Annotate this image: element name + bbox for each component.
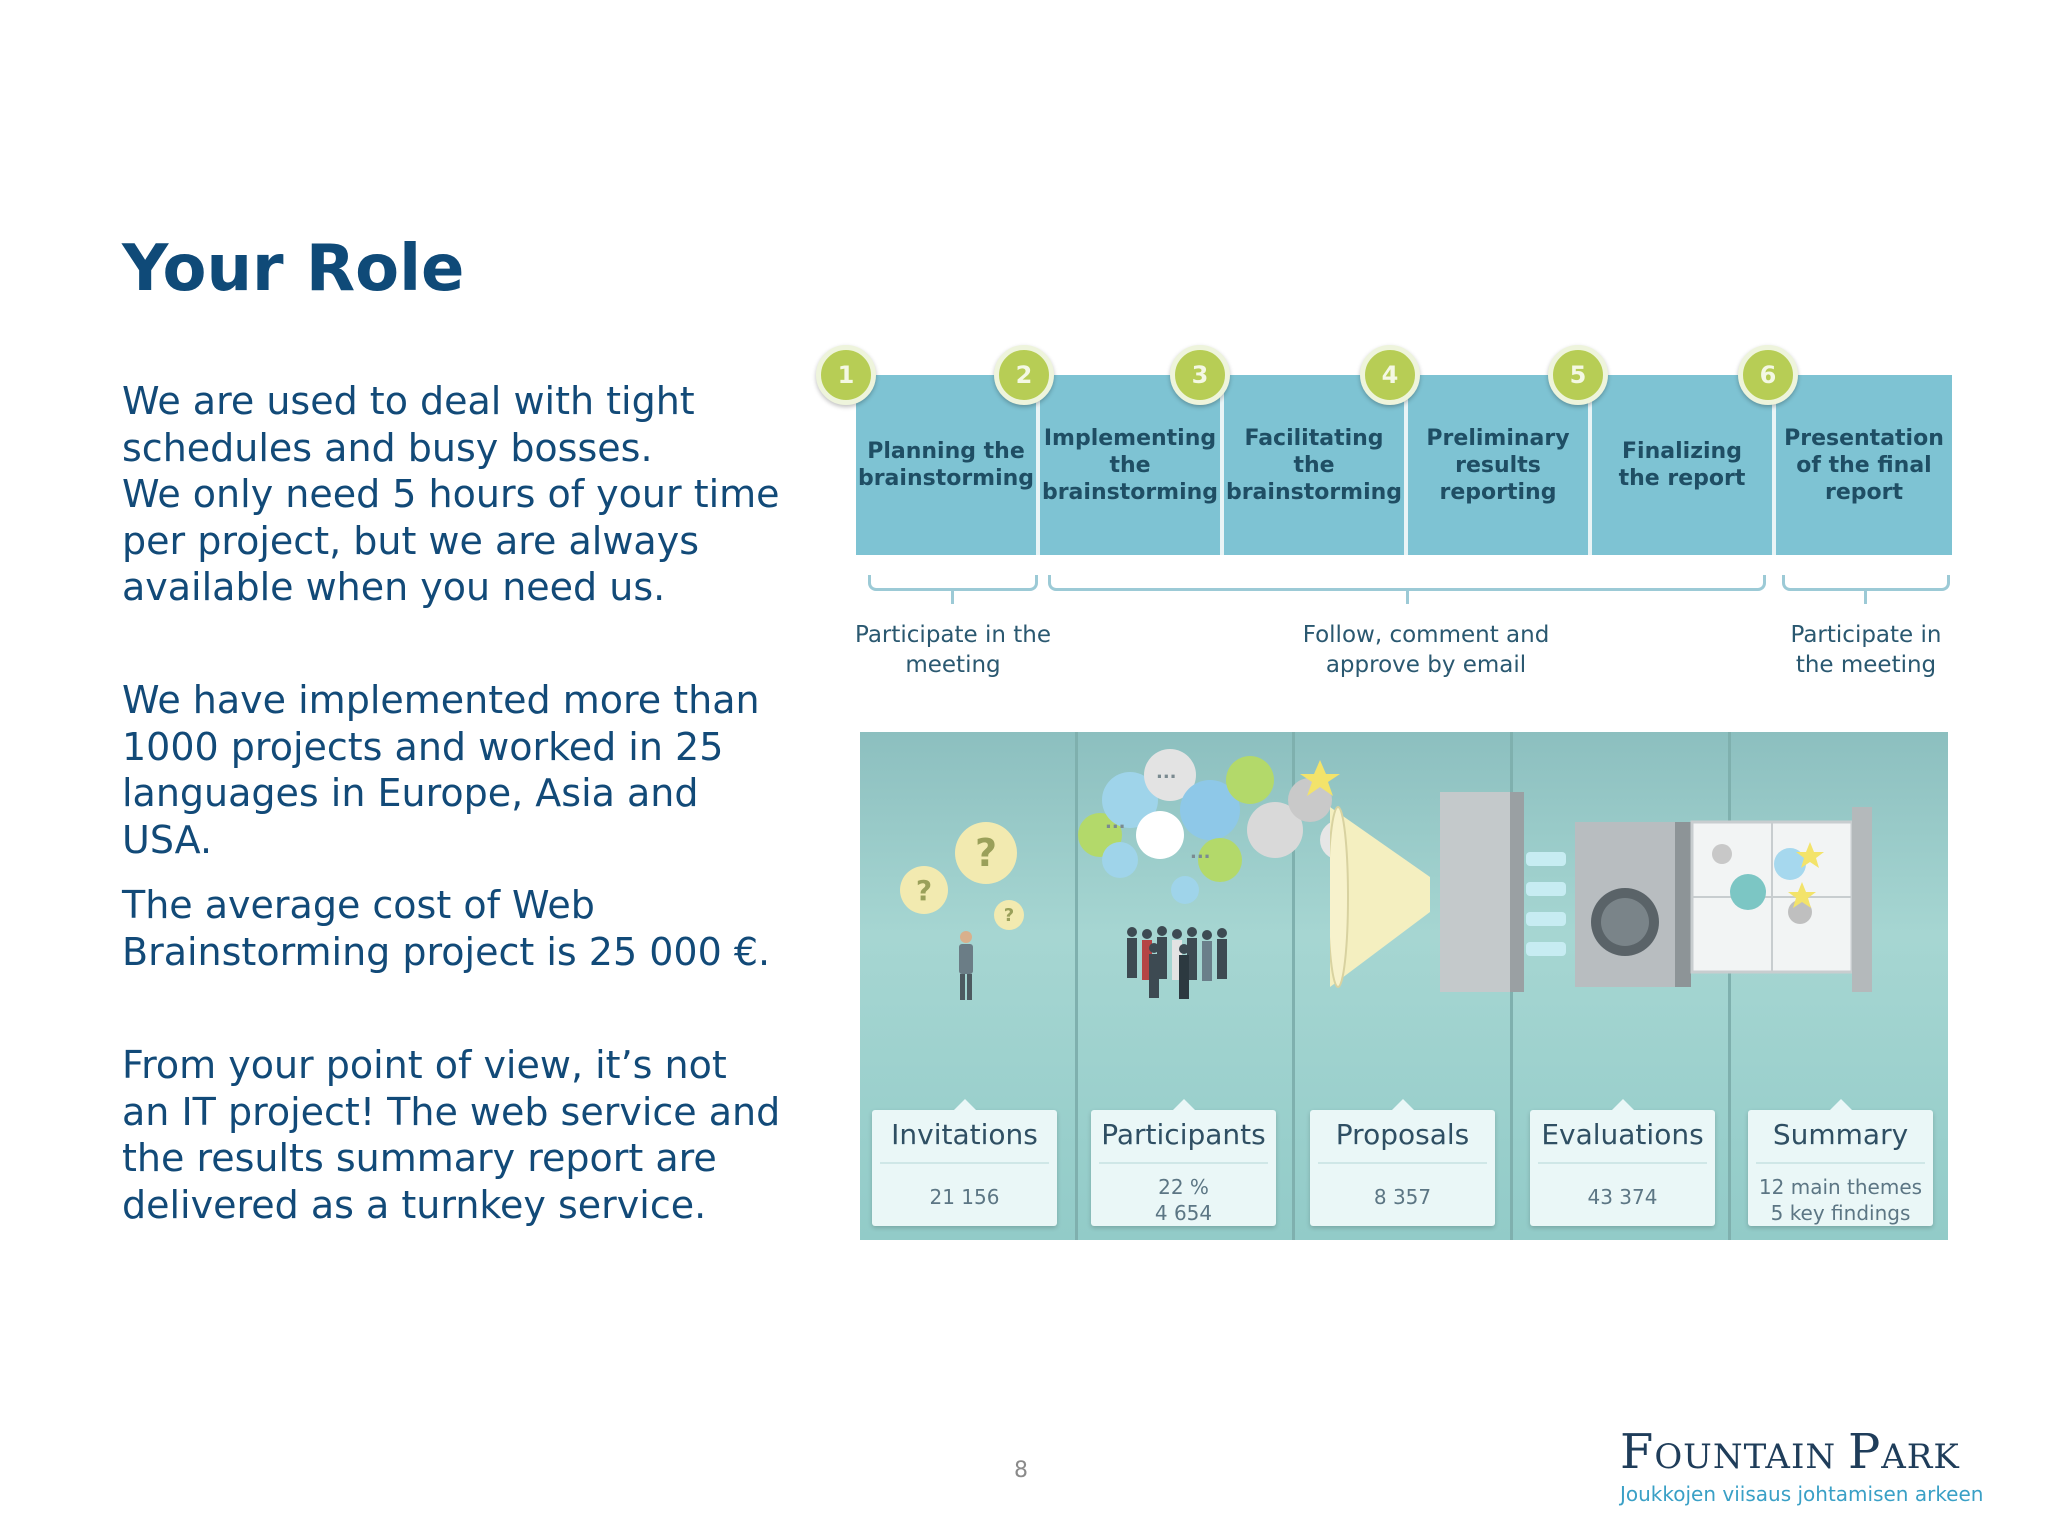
step-number-badge: 2 [994,345,1054,405]
value-line: 8 357 [1373,1185,1432,1209]
text-line: delivered as a turnkey service. [122,1182,707,1227]
stage-title: Summary [1772,1118,1909,1151]
slide-title: Your Role [122,232,465,306]
bracket-presentation [1782,575,1950,591]
divider [1099,1162,1268,1164]
role-label: Participate in the meeting [854,622,1052,678]
bracket-stem [951,590,954,604]
text-line: the results summary report are [122,1136,717,1180]
paragraph-role: We are used to deal with tight schedules… [122,378,782,611]
column-divider [1075,732,1078,1240]
text-line: available when you need us. [122,565,666,609]
person-icon [959,931,973,1000]
stage-value: 22 %4 654 [1091,1174,1276,1226]
bracket-stem [1406,590,1409,604]
text-line: an IT project! The web service and [122,1089,781,1134]
divider [880,1162,1049,1164]
brainstorming-illustration: ? ? ? ... ... ... [860,732,1948,1240]
step-number-badge: 4 [1360,345,1420,405]
process-step-5: Finalizing the report [1592,375,1776,555]
stage-title: Evaluations [1541,1118,1704,1151]
stage-value: 8 357 [1310,1184,1495,1210]
text-line: We have implemented more than [122,678,760,722]
question-bubble-icon: ? [955,822,1017,884]
text-line: schedules and busy bosses. [122,425,653,470]
step-label: Implementing the brainstorming [1041,425,1219,505]
text-line: languages in Europe, Asia and USA. [122,771,699,862]
question-bubble-icon: ? [994,900,1024,930]
step-label: Finalizing the report [1618,439,1746,491]
processing-machine-icon [1440,792,1872,992]
text-line: Brainstorming project is 25 000 €. [122,929,771,974]
value-line: 5 key findings [1770,1201,1911,1225]
process-step-3: Facilitating the brainstorming [1224,375,1408,555]
idea-cloud-icon [1078,749,1360,904]
step-number-badge: 6 [1738,345,1798,405]
stage-title: Proposals [1335,1118,1470,1151]
role-label: Follow, comment and approve by email [1302,622,1550,678]
divider [1318,1162,1487,1164]
funnel-icon [1330,806,1430,988]
stage-card-invitations: Invitations 21 156 [872,1099,1057,1226]
stage-card-evaluations: Evaluations 43 374 [1530,1099,1715,1226]
logo-cap: P [1847,1424,1882,1480]
step-label: Facilitating the brainstorming [1225,425,1403,505]
page-number: 8 [1014,1458,1028,1483]
bracket-execution [1048,575,1766,591]
stage-value: 43 374 [1530,1184,1715,1210]
logo-cap: F [1620,1424,1655,1480]
step-label: Preliminary results reporting [1426,425,1570,505]
process-diagram: Planning the brainstorming Implementing … [816,330,1952,700]
text-line: We only need 5 hours of your time [122,472,780,516]
stage-card-proposals: Proposals 8 357 [1310,1099,1495,1226]
process-step-6: Presentation of the final report [1776,375,1952,555]
value-line: 12 main themes [1758,1175,1923,1199]
process-step-4: Preliminary results reporting [1408,375,1592,555]
logo-small-caps: ARK [1881,1437,1960,1477]
column-divider [1728,732,1731,1240]
value-line: 4 654 [1154,1201,1213,1225]
divider [1756,1162,1925,1164]
process-step-1: Planning the brainstorming [856,375,1040,555]
value-line: 22 % [1158,1175,1209,1199]
speech-dots: ... [1105,812,1126,833]
stage-title: Participants [1101,1118,1266,1151]
stage-card-participants: Participants 22 %4 654 [1091,1099,1276,1226]
question-bubble-icon: ? [900,866,948,914]
role-label: Participate in the meeting [1790,622,1942,678]
value-line: 21 156 [929,1185,1000,1209]
step-label: Planning the brainstorming [857,439,1035,491]
stage-title: Invitations [891,1118,1038,1151]
paragraph-cost: The average cost of Web Brainstorming pr… [122,882,782,975]
speech-dots: ... [1190,842,1211,863]
step-number-badge: 1 [816,345,876,405]
text-line: 1000 projects and worked in 25 [122,724,724,769]
stage-value: 21 156 [872,1184,1057,1210]
logo-tagline: Joukkojen viisaus johtamisen arkeen [1620,1482,1984,1506]
paragraph-turnkey: From your point of view, it’s not an IT … [122,1042,782,1228]
step-number-badge: 5 [1548,345,1608,405]
process-step-2: Implementing the brainstorming [1040,375,1224,555]
speech-dots: ... [1156,762,1177,783]
divider [1538,1162,1707,1164]
bracket-stem [1864,590,1867,604]
logo-wordmark: FOUNTAIN PARK [1620,1424,1959,1480]
text-line: We are used to deal with tight [122,379,695,423]
step-number-badge: 3 [1170,345,1230,405]
value-line: 43 374 [1587,1185,1658,1209]
bracket-planning [868,575,1038,591]
fountain-park-logo: FOUNTAIN PARK Joukkojen viisaus johtamis… [1620,1424,1984,1506]
text-line: From your point of view, it’s not [122,1043,727,1087]
step-label: Presentation of the final report [1784,425,1944,505]
column-divider [1292,732,1295,1240]
text-line: per project, but we are always [122,518,699,563]
logo-small-caps: OUNTAIN [1654,1437,1848,1477]
crowd-icon [1127,926,1227,999]
text-line: The average cost of Web [122,883,595,927]
paragraph-experience: We have implemented more than 1000 proje… [122,677,782,863]
